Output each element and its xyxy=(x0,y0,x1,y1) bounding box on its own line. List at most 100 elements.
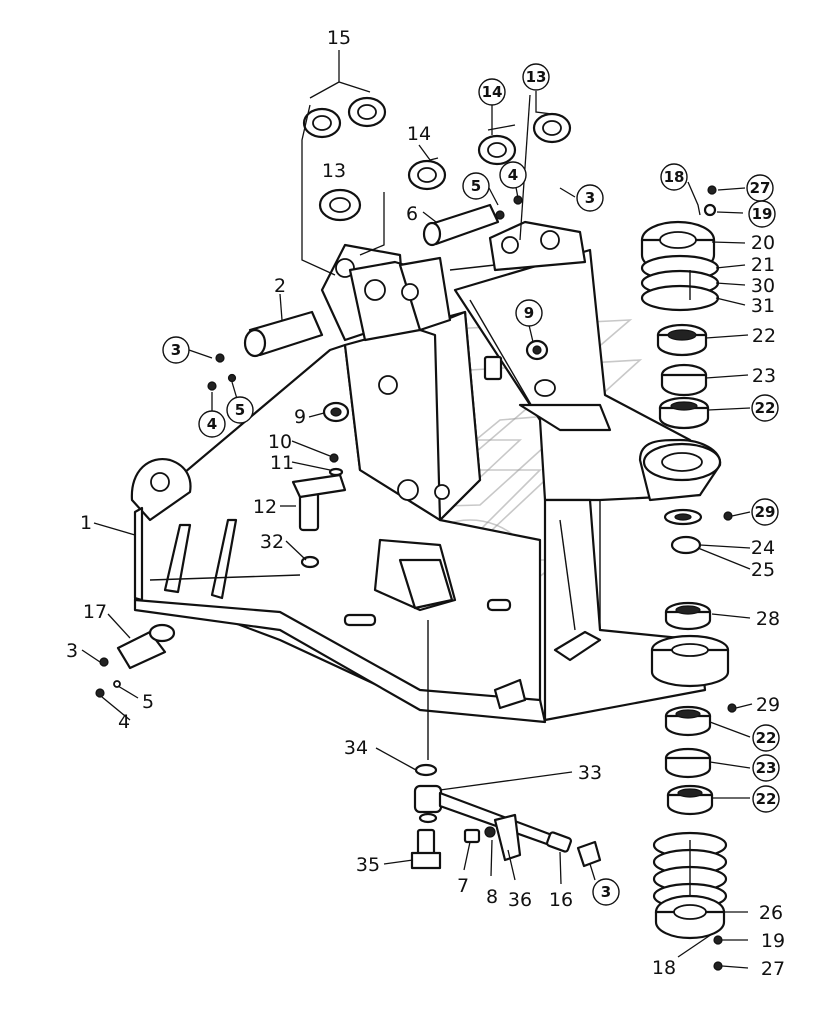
part-number-text: 6 xyxy=(406,203,418,225)
part-number-text: 8 xyxy=(486,886,498,908)
part-label-16: 16 xyxy=(549,889,573,911)
part-label-3: 3 xyxy=(162,336,190,364)
pin-2 xyxy=(207,310,324,391)
part-label-13: 13 xyxy=(522,63,550,91)
label-circle xyxy=(752,724,780,752)
part-label-25: 25 xyxy=(751,559,775,581)
pin-12 xyxy=(291,453,347,569)
part-label-29: 29 xyxy=(751,498,779,526)
part-label-22: 22 xyxy=(752,724,780,752)
label-circle xyxy=(752,785,780,813)
part-label-22: 22 xyxy=(752,325,776,347)
part-number-text: 19 xyxy=(752,205,773,223)
part-label-9: 9 xyxy=(515,299,543,327)
part-label-8: 8 xyxy=(486,886,498,908)
part-number-text: 4 xyxy=(508,166,518,184)
part-label-19: 19 xyxy=(748,200,776,228)
part-label-19: 19 xyxy=(761,930,785,952)
part-label-33: 33 xyxy=(578,762,602,784)
part-label-20: 20 xyxy=(751,232,775,254)
part-label-14: 14 xyxy=(407,123,431,145)
part-number-text: 3 xyxy=(171,341,181,359)
part-label-4: 4 xyxy=(118,711,130,733)
part-label-24: 24 xyxy=(751,537,775,559)
part-label-3: 3 xyxy=(576,184,604,212)
part-number-text: 21 xyxy=(751,254,775,276)
label-circle xyxy=(592,878,620,906)
part-label-7: 7 xyxy=(457,875,469,897)
part-number-text: 20 xyxy=(751,232,775,254)
part-label-26: 26 xyxy=(759,902,783,924)
label-circle xyxy=(522,63,550,91)
part-number-text: 34 xyxy=(344,737,368,759)
label-circle xyxy=(198,410,226,438)
part-number-text: 29 xyxy=(755,503,776,521)
label-circle xyxy=(162,336,190,364)
part-number-text: 12 xyxy=(253,496,277,518)
part-number-text: 22 xyxy=(755,399,776,417)
part-label-23: 23 xyxy=(752,754,780,782)
part-label-6: 6 xyxy=(406,203,418,225)
spring-washer-stack xyxy=(302,96,572,222)
part-number-text: 23 xyxy=(756,759,777,777)
part-label-34: 34 xyxy=(344,737,368,759)
bracket-17 xyxy=(95,623,176,698)
part-label-9: 9 xyxy=(294,406,306,428)
bushing-9 xyxy=(322,339,549,423)
part-number-text: 22 xyxy=(756,729,777,747)
part-number-text: 24 xyxy=(751,537,775,559)
label-circle xyxy=(499,161,527,189)
part-number-text: 10 xyxy=(268,431,292,453)
part-label-1: 1 xyxy=(80,512,92,534)
part-label-21: 21 xyxy=(751,254,775,276)
main-frame xyxy=(130,220,707,724)
part-number-text: 25 xyxy=(751,559,775,581)
part-number-text: 13 xyxy=(526,68,547,86)
part-number-text: 32 xyxy=(260,531,284,553)
label-circle xyxy=(751,394,779,422)
part-label-28: 28 xyxy=(756,608,780,630)
part-number-text: 36 xyxy=(508,889,532,911)
part-number-text: 22 xyxy=(756,790,777,808)
part-label-29: 29 xyxy=(756,694,780,716)
part-number-text: 29 xyxy=(756,694,780,716)
part-label-22: 22 xyxy=(751,394,779,422)
part-number-text: 5 xyxy=(235,401,245,419)
part-number-text: 3 xyxy=(601,883,611,901)
part-number-text: 5 xyxy=(471,177,481,195)
label-circle xyxy=(748,200,776,228)
part-label-15: 15 xyxy=(327,27,351,49)
part-label-14: 14 xyxy=(478,78,506,106)
part-number-text: 11 xyxy=(270,452,294,474)
part-number-text: 2 xyxy=(274,275,286,297)
part-label-4: 4 xyxy=(198,410,226,438)
label-circle xyxy=(226,396,254,424)
part-label-27: 27 xyxy=(761,958,785,980)
leader-lines xyxy=(81,50,753,969)
part-number-text: 19 xyxy=(761,930,785,952)
part-number-text: 3 xyxy=(66,640,78,662)
part-label-12: 12 xyxy=(253,496,277,518)
part-label-5: 5 xyxy=(226,396,254,424)
part-number-text: 13 xyxy=(322,160,346,182)
part-label-17: 17 xyxy=(83,601,107,623)
part-number-text: 17 xyxy=(83,601,107,623)
part-label-22: 22 xyxy=(752,785,780,813)
part-label-13: 13 xyxy=(322,160,346,182)
part-number-text: 28 xyxy=(756,608,780,630)
part-label-11: 11 xyxy=(270,452,294,474)
label-circle xyxy=(462,172,490,200)
part-number-text: 14 xyxy=(407,123,431,145)
part-number-text: 4 xyxy=(118,711,130,733)
part-number-text: 15 xyxy=(327,27,351,49)
part-number-text: 26 xyxy=(759,902,783,924)
part-number-text: 4 xyxy=(207,415,217,433)
part-label-3: 3 xyxy=(66,640,78,662)
part-label-18: 18 xyxy=(652,957,676,979)
label-circle xyxy=(660,163,688,191)
part-label-18: 18 xyxy=(660,163,688,191)
part-number-text: 23 xyxy=(752,365,776,387)
frame-boss-plate xyxy=(638,438,733,555)
